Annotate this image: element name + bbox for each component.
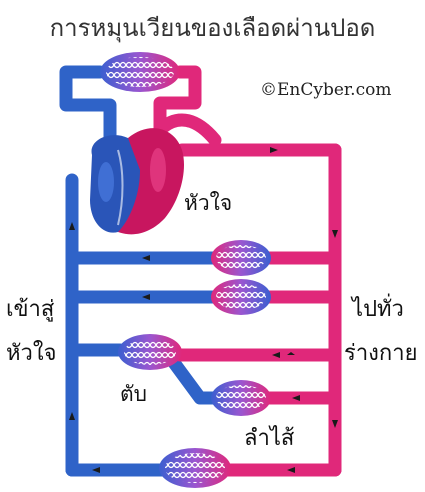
liver-capillaries (118, 334, 182, 370)
to-heart-label-line1: เข้าสู่ (6, 291, 54, 326)
copyright-credit: ©EnCyber.com (260, 80, 391, 100)
portal-vein (172, 360, 215, 398)
liver-label: ตับ (118, 378, 149, 411)
to-body-label-line1: ไปทั่ว (352, 291, 404, 326)
to-heart-label-line2: หัวใจ (6, 335, 57, 370)
heart-label: หัวใจ (184, 187, 232, 220)
intestine-label: ลำไส้ (244, 420, 294, 455)
diagram-title: การหมุนเวียนของเลือดผ่านปอด (0, 8, 425, 47)
lung-capillaries (100, 52, 180, 92)
capillary-bed-2 (211, 279, 271, 315)
heart (90, 128, 184, 234)
lower-body-capillaries (159, 448, 231, 488)
intestine-capillaries (211, 380, 271, 416)
capillary-bed-1 (211, 240, 271, 276)
to-body-label-line2: ร่างกาย (344, 335, 417, 370)
